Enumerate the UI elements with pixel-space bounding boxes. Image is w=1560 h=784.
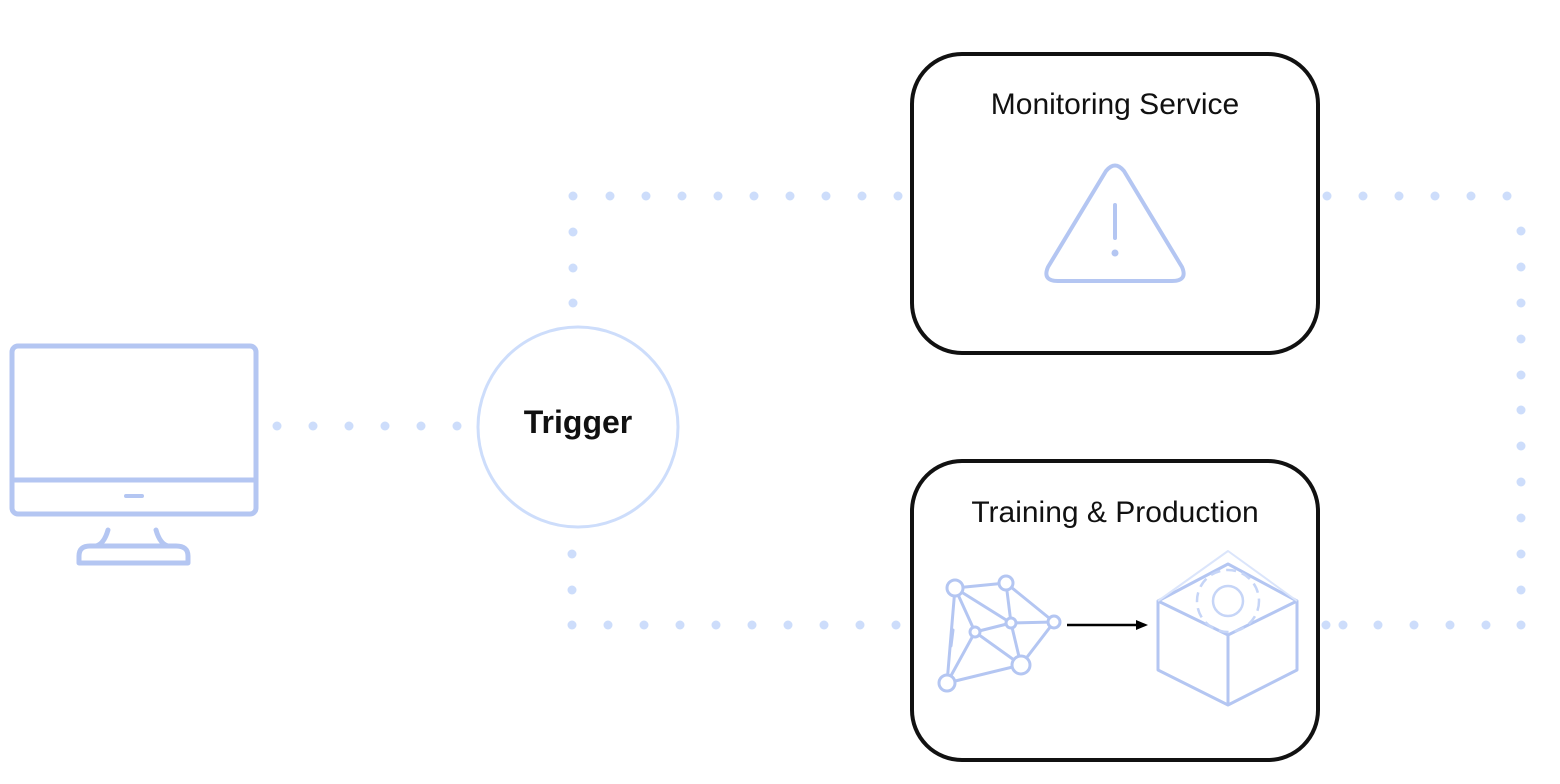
edge-monitoring-training [1321, 191, 1526, 630]
neural-network-icon [937, 574, 1062, 693]
dotted-connectors [272, 191, 1526, 630]
arrow-right-icon [1067, 620, 1148, 630]
trigger-node [476, 325, 680, 529]
desktop-monitor-icon [9, 343, 259, 566]
trigger-label: Trigger [523, 404, 633, 440]
training-production-box [910, 459, 1320, 762]
package-box-icon [1156, 550, 1299, 707]
warning-triangle-icon [1044, 163, 1186, 283]
edge-trigger-training [567, 549, 901, 630]
edge-computer-trigger [272, 421, 462, 431]
monitoring-service-title: Monitoring Service [990, 88, 1240, 121]
edge-trigger-monitoring [568, 191, 903, 308]
training-production-title: Training & Production [971, 496, 1259, 529]
gear-icon [1195, 568, 1261, 634]
